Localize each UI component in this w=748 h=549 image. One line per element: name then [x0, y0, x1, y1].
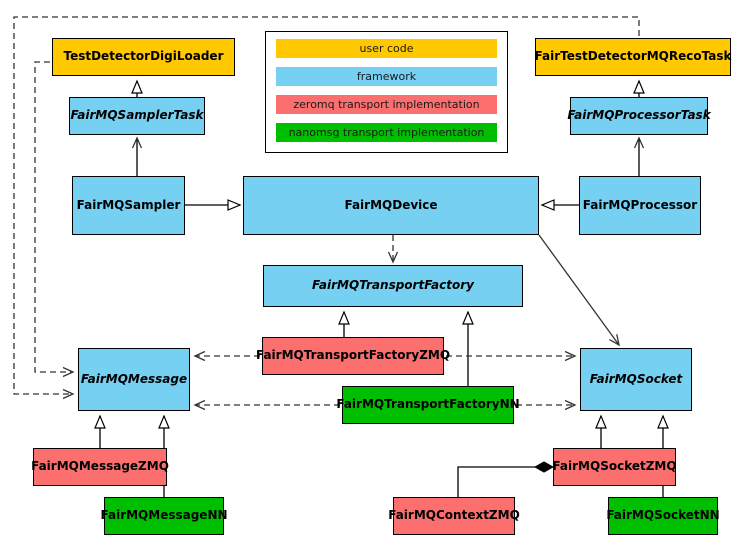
class-node-fairtestdetectormqrecotask[interactable]: FairTestDetectorMQRecoTask	[535, 38, 731, 76]
class-node-fairmqmessagezmq[interactable]: FairMQMessageZMQ	[31, 448, 169, 486]
class-node-fairmqmessagenn[interactable]: FairMQMessageNN	[100, 497, 228, 535]
legend-label-user-code: user code	[359, 42, 414, 55]
edge-device-to-socket	[538, 234, 620, 347]
edge-digiloader-to-message	[34, 61, 75, 378]
edge-recotask-to-message	[13, 16, 640, 400]
class-node-fairmqcontextzmq[interactable]: FairMQContextZMQ	[388, 497, 520, 535]
class-node-fairmqprocessortask[interactable]: FairMQProcessorTask	[567, 97, 711, 135]
class-node-fairmqsocketzmq[interactable]: FairMQSocketZMQ	[552, 448, 677, 486]
class-node-fairmqmessage[interactable]: FairMQMessage	[78, 348, 190, 411]
class-node-testdetectordigiloader[interactable]: TestDetectorDigiLoader	[52, 38, 235, 76]
legend-label-framework: framework	[356, 70, 417, 83]
class-node-fairmqtransportfactoryzmq[interactable]: FairMQTransportFactoryZMQ	[256, 337, 450, 375]
legend-item-user-code: user code	[276, 39, 497, 58]
class-node-fairmqtransportfactory[interactable]: FairMQTransportFactory	[263, 265, 523, 307]
class-node-fairmqdevice[interactable]: FairMQDevice	[243, 176, 539, 235]
class-node-fairmqsocket[interactable]: FairMQSocket	[580, 348, 692, 411]
legend-item-framework: framework	[276, 67, 497, 86]
class-node-fairmqprocessor[interactable]: FairMQProcessor	[579, 176, 701, 235]
legend-item-nanomsg: nanomsg transport implementation	[276, 123, 497, 142]
class-node-fairmqsocketnn[interactable]: FairMQSocketNN	[606, 497, 720, 535]
legend-item-zeromq: zeromq transport implementation	[276, 95, 497, 114]
legend-label-nanomsg: nanomsg transport implementation	[288, 126, 485, 139]
class-node-fairmqtransportfactorynn[interactable]: FairMQTransportFactoryNN	[336, 386, 520, 424]
legend-panel: user code framework zeromq transport imp…	[265, 31, 508, 153]
class-node-fairmqsampler[interactable]: FairMQSampler	[72, 176, 185, 235]
edge-contextzmq-to-socketzmq	[457, 467, 553, 497]
class-node-fairmqsamplertask[interactable]: FairMQSamplerTask	[69, 97, 205, 135]
legend-label-zeromq: zeromq transport implementation	[293, 98, 480, 111]
